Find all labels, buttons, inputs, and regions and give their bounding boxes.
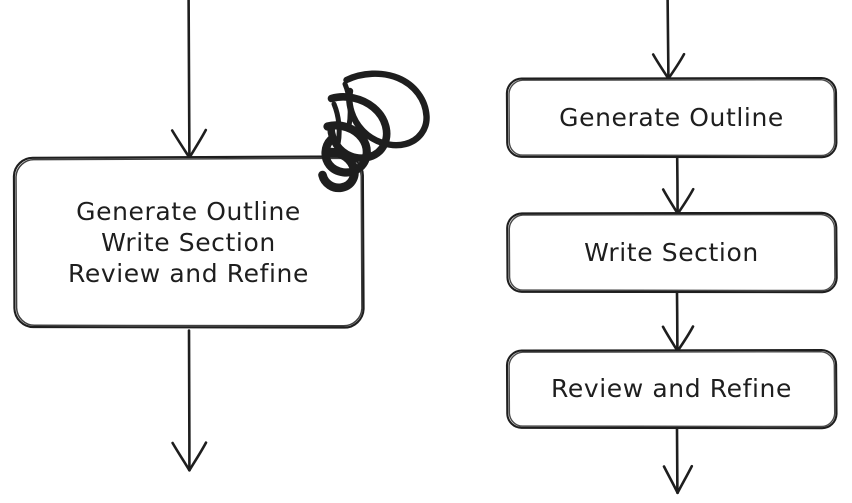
node-generate-outline-shape[interactable] (505, 76, 838, 159)
arrow-write-section-to-review-and-refine (661, 291, 695, 353)
arrow-into-generate-outline (651, 0, 686, 80)
arrow-generate-outline-to-write-section (661, 156, 695, 215)
node-write-section-shape[interactable] (506, 211, 838, 294)
scribble-strikeout-icon (318, 70, 430, 193)
arrow-out-of-review-and-refine (662, 427, 694, 495)
merged-node-shape[interactable] (12, 155, 365, 329)
node-review-and-refine-shape[interactable] (505, 348, 838, 430)
arrow-into-merged-node (170, 0, 208, 159)
arrow-out-of-merged-node (171, 329, 208, 472)
